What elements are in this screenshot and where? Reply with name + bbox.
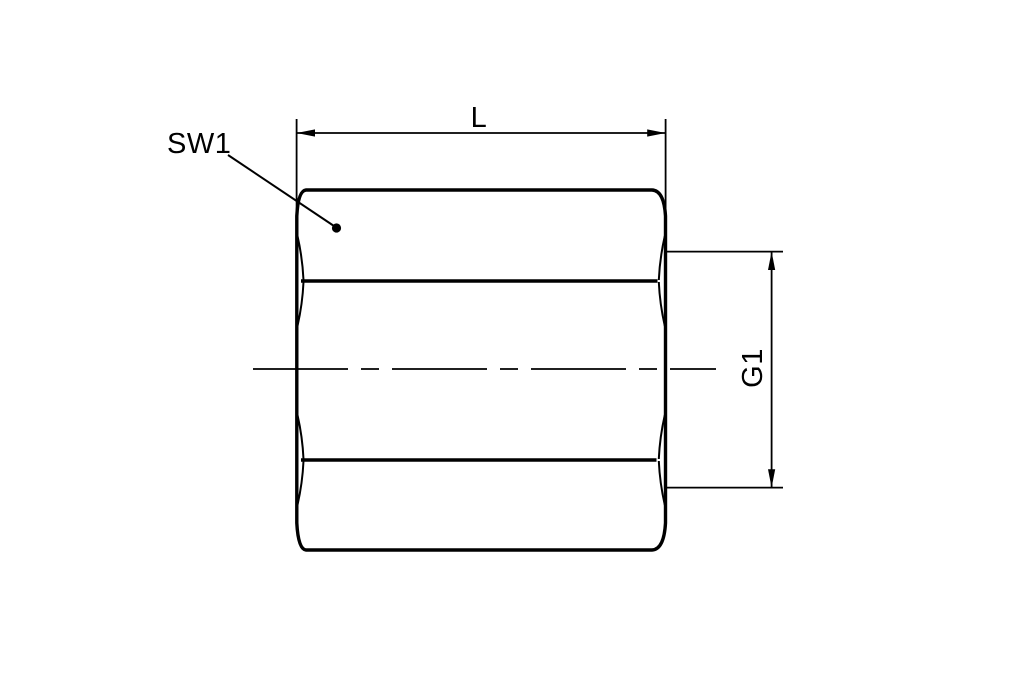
l-dim-arrow-left-icon — [296, 129, 315, 137]
sw1-leader-dot — [331, 223, 342, 233]
sw1-callout-label: SW1 — [167, 128, 231, 160]
sw1-leader-line — [227, 154, 335, 227]
hex-nut-body — [295, 188, 668, 552]
chamfer-arcs — [296, 235, 666, 506]
g1-dimension-label: G1 — [737, 348, 769, 388]
l-dimension-label: L — [471, 102, 488, 134]
l-dim-arrow-right-icon — [647, 129, 666, 137]
g1-dim-arrow-bottom-icon — [768, 469, 776, 488]
g1-dim-arrow-top-icon — [768, 251, 776, 270]
